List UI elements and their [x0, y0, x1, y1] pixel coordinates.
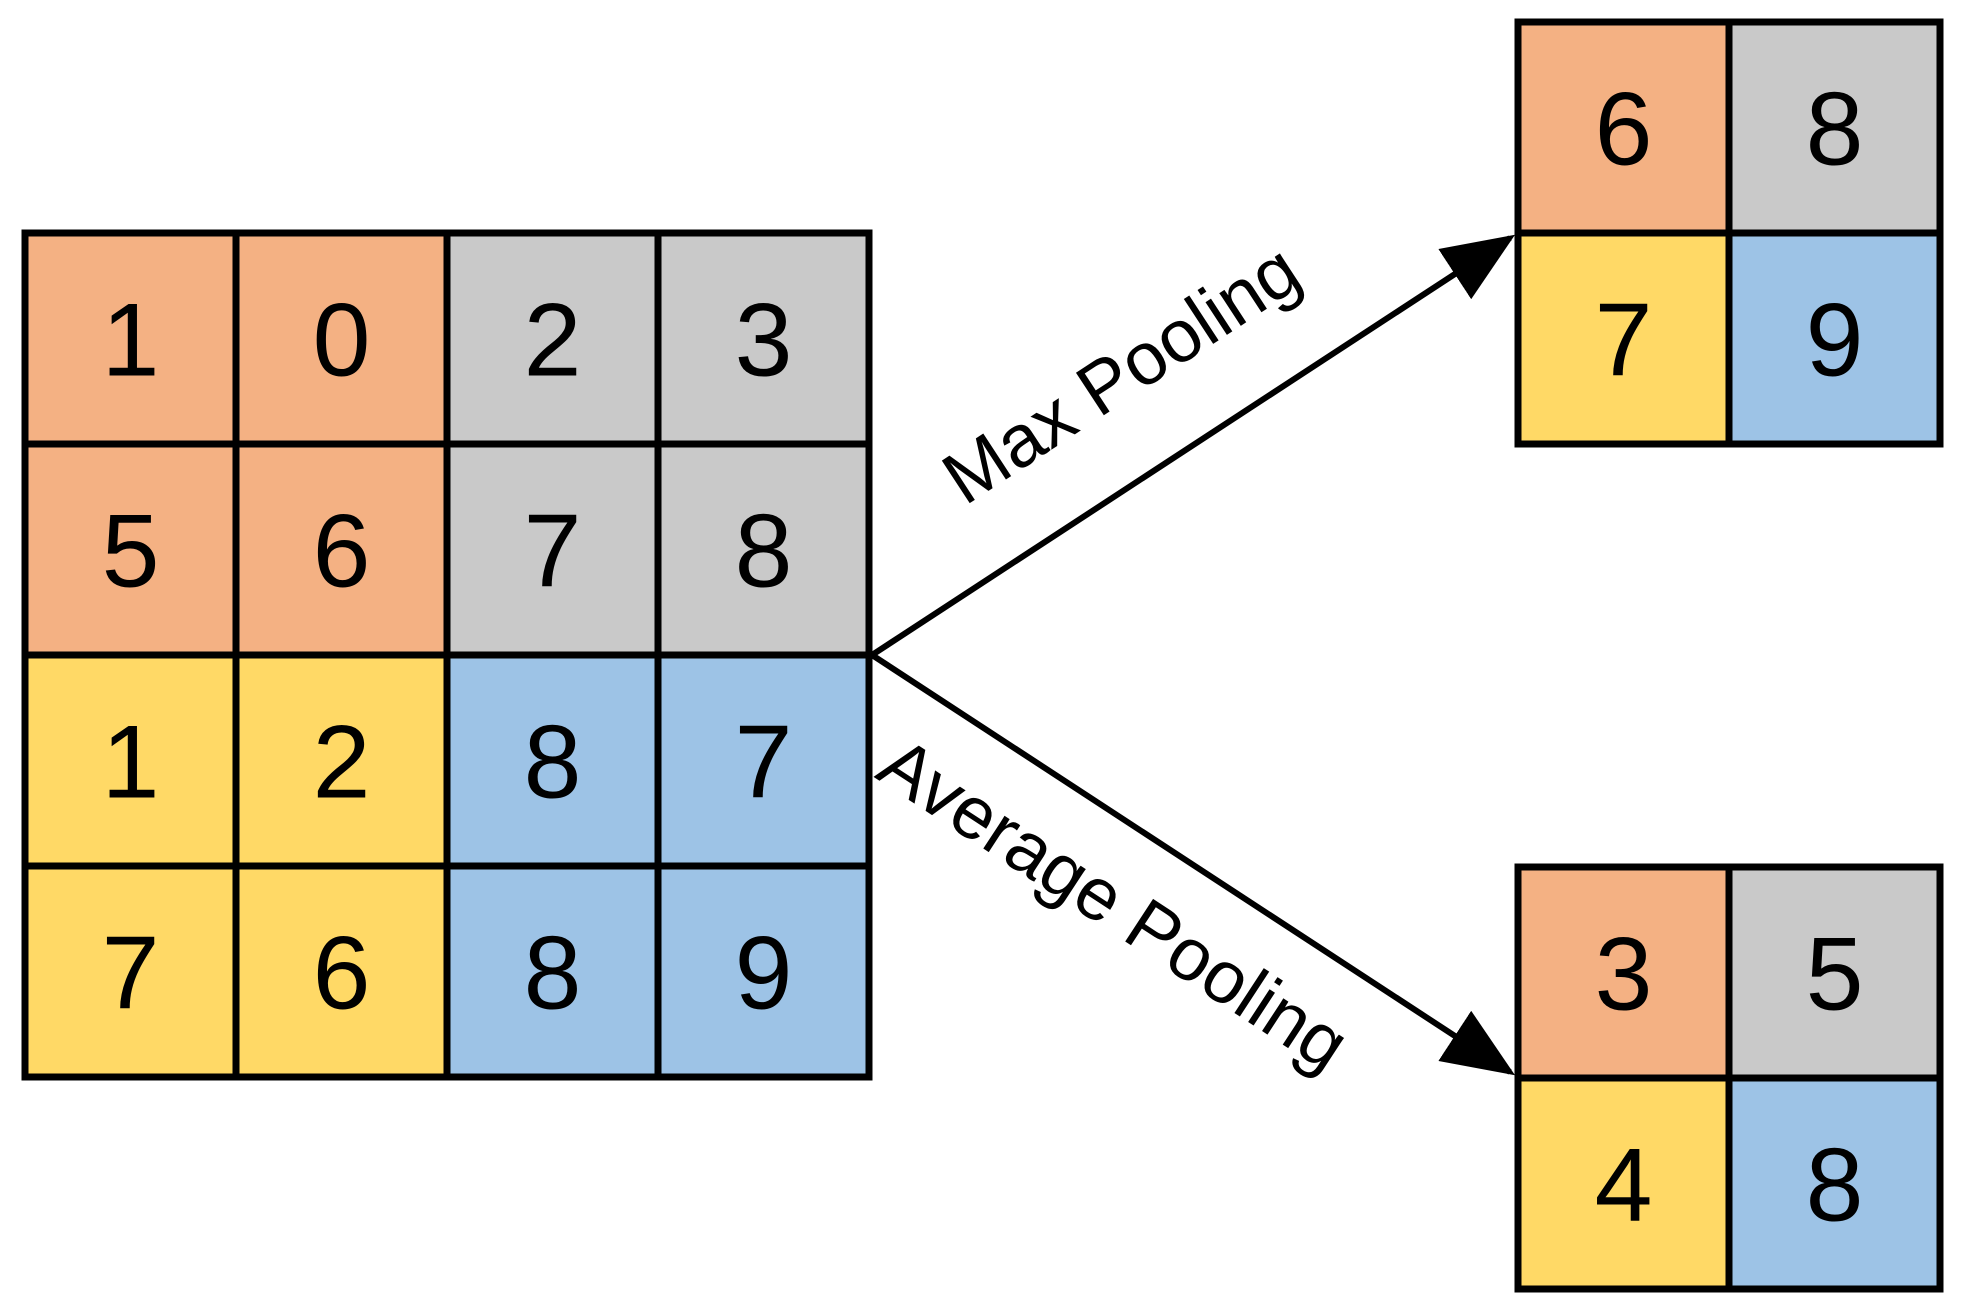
input-grid-cell [654, 651, 873, 870]
input-grid-cell-value: 0 [313, 283, 371, 399]
input-grid-cell-value: 7 [524, 494, 582, 610]
input-grid-cell [654, 229, 873, 448]
average-pooling-cell-value: 4 [1595, 1128, 1653, 1244]
max-pooling-cell [1514, 18, 1733, 237]
average-pooling-label: Average Pooling [865, 721, 1364, 1087]
input-grid-cell-value: 1 [102, 283, 160, 399]
input-grid-cell-value: 7 [102, 916, 160, 1032]
input-grid: 1 0 2 3 5 6 7 8 1 2 8 7 7 6 8 9 [21, 229, 873, 1081]
input-grid-cell-value: 7 [735, 705, 793, 821]
max-pooling-cell-value: 9 [1806, 283, 1864, 399]
max-pooling-cell-value: 8 [1806, 72, 1864, 188]
max-pooling-cell [1514, 229, 1733, 448]
input-grid-cell-value: 5 [102, 494, 160, 610]
average-pooling-cell [1514, 863, 1733, 1082]
input-grid-cell-value: 6 [313, 494, 371, 610]
max-pooling-cell-value: 6 [1595, 72, 1653, 188]
input-grid-cell [654, 440, 873, 659]
average-pooling-cell-value: 3 [1595, 917, 1653, 1033]
input-grid-cell-value: 2 [524, 283, 582, 399]
average-pooling-arrow [870, 652, 1516, 1076]
average-pooling-cell-value: 5 [1806, 917, 1864, 1033]
average-pooling-cell [1514, 1074, 1733, 1293]
input-grid-cell [21, 229, 240, 448]
input-grid-cell [232, 440, 451, 659]
average-pooling-cell [1725, 863, 1944, 1082]
input-grid-cell [232, 862, 451, 1081]
average-pooling-cell-value: 8 [1806, 1128, 1864, 1244]
input-grid-cell-value: 8 [524, 916, 582, 1032]
input-grid-cell-value: 6 [313, 916, 371, 1032]
input-grid-cell [21, 862, 240, 1081]
input-grid-cell-value: 1 [102, 705, 160, 821]
max-pooling-cell [1725, 18, 1944, 237]
average-pooling-cell [1725, 1074, 1944, 1293]
input-grid-cell [232, 651, 451, 870]
max-pooling-cell [1725, 229, 1944, 448]
input-grid-cell-value: 8 [524, 705, 582, 821]
input-grid-cell-value: 2 [313, 705, 371, 821]
average-pooling-output-grid: 3 5 4 8 [1514, 863, 1944, 1293]
max-pooling-arrow [870, 234, 1516, 658]
input-grid-cell [654, 862, 873, 1081]
input-grid-cell-value: 3 [735, 283, 793, 399]
input-grid-cell-value: 9 [735, 916, 793, 1032]
input-grid-cell-value: 8 [735, 494, 793, 610]
max-pooling-output-grid: 6 8 7 9 [1514, 18, 1944, 448]
max-pooling-label: Max Pooling [928, 227, 1314, 519]
max-pooling-cell-value: 7 [1595, 283, 1653, 399]
